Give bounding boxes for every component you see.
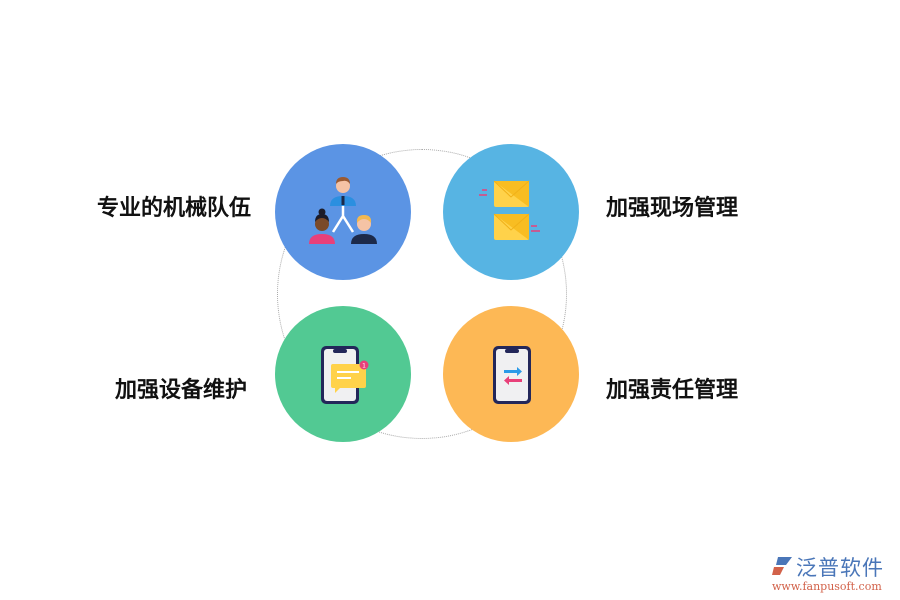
circle-responsibility-management xyxy=(443,306,579,442)
circle-equipment-maintenance: 1 xyxy=(275,306,411,442)
brand-logo-icon xyxy=(772,557,792,575)
connector-ring xyxy=(277,149,567,439)
label-team: 专业的机械队伍 xyxy=(97,196,252,221)
envelopes-icon xyxy=(479,180,540,240)
brand-name: 泛普软件 xyxy=(796,556,884,580)
label-responsibility-management: 加强责任管理 xyxy=(606,378,739,403)
phone-message-icon: 1 xyxy=(321,346,369,404)
brand-url: www.fanpusoft.com xyxy=(772,580,882,593)
team-hierarchy-icon xyxy=(309,177,377,244)
svg-text:1: 1 xyxy=(362,363,366,370)
watermark-logo: 泛普软件 www.fanpusoft.com xyxy=(770,552,895,597)
label-site-management: 加强现场管理 xyxy=(606,196,739,221)
circle-team xyxy=(275,144,411,280)
label-equipment-maintenance: 加强设备维护 xyxy=(115,378,248,403)
circle-site-management xyxy=(443,144,579,280)
phone-transfer-icon xyxy=(493,346,531,404)
